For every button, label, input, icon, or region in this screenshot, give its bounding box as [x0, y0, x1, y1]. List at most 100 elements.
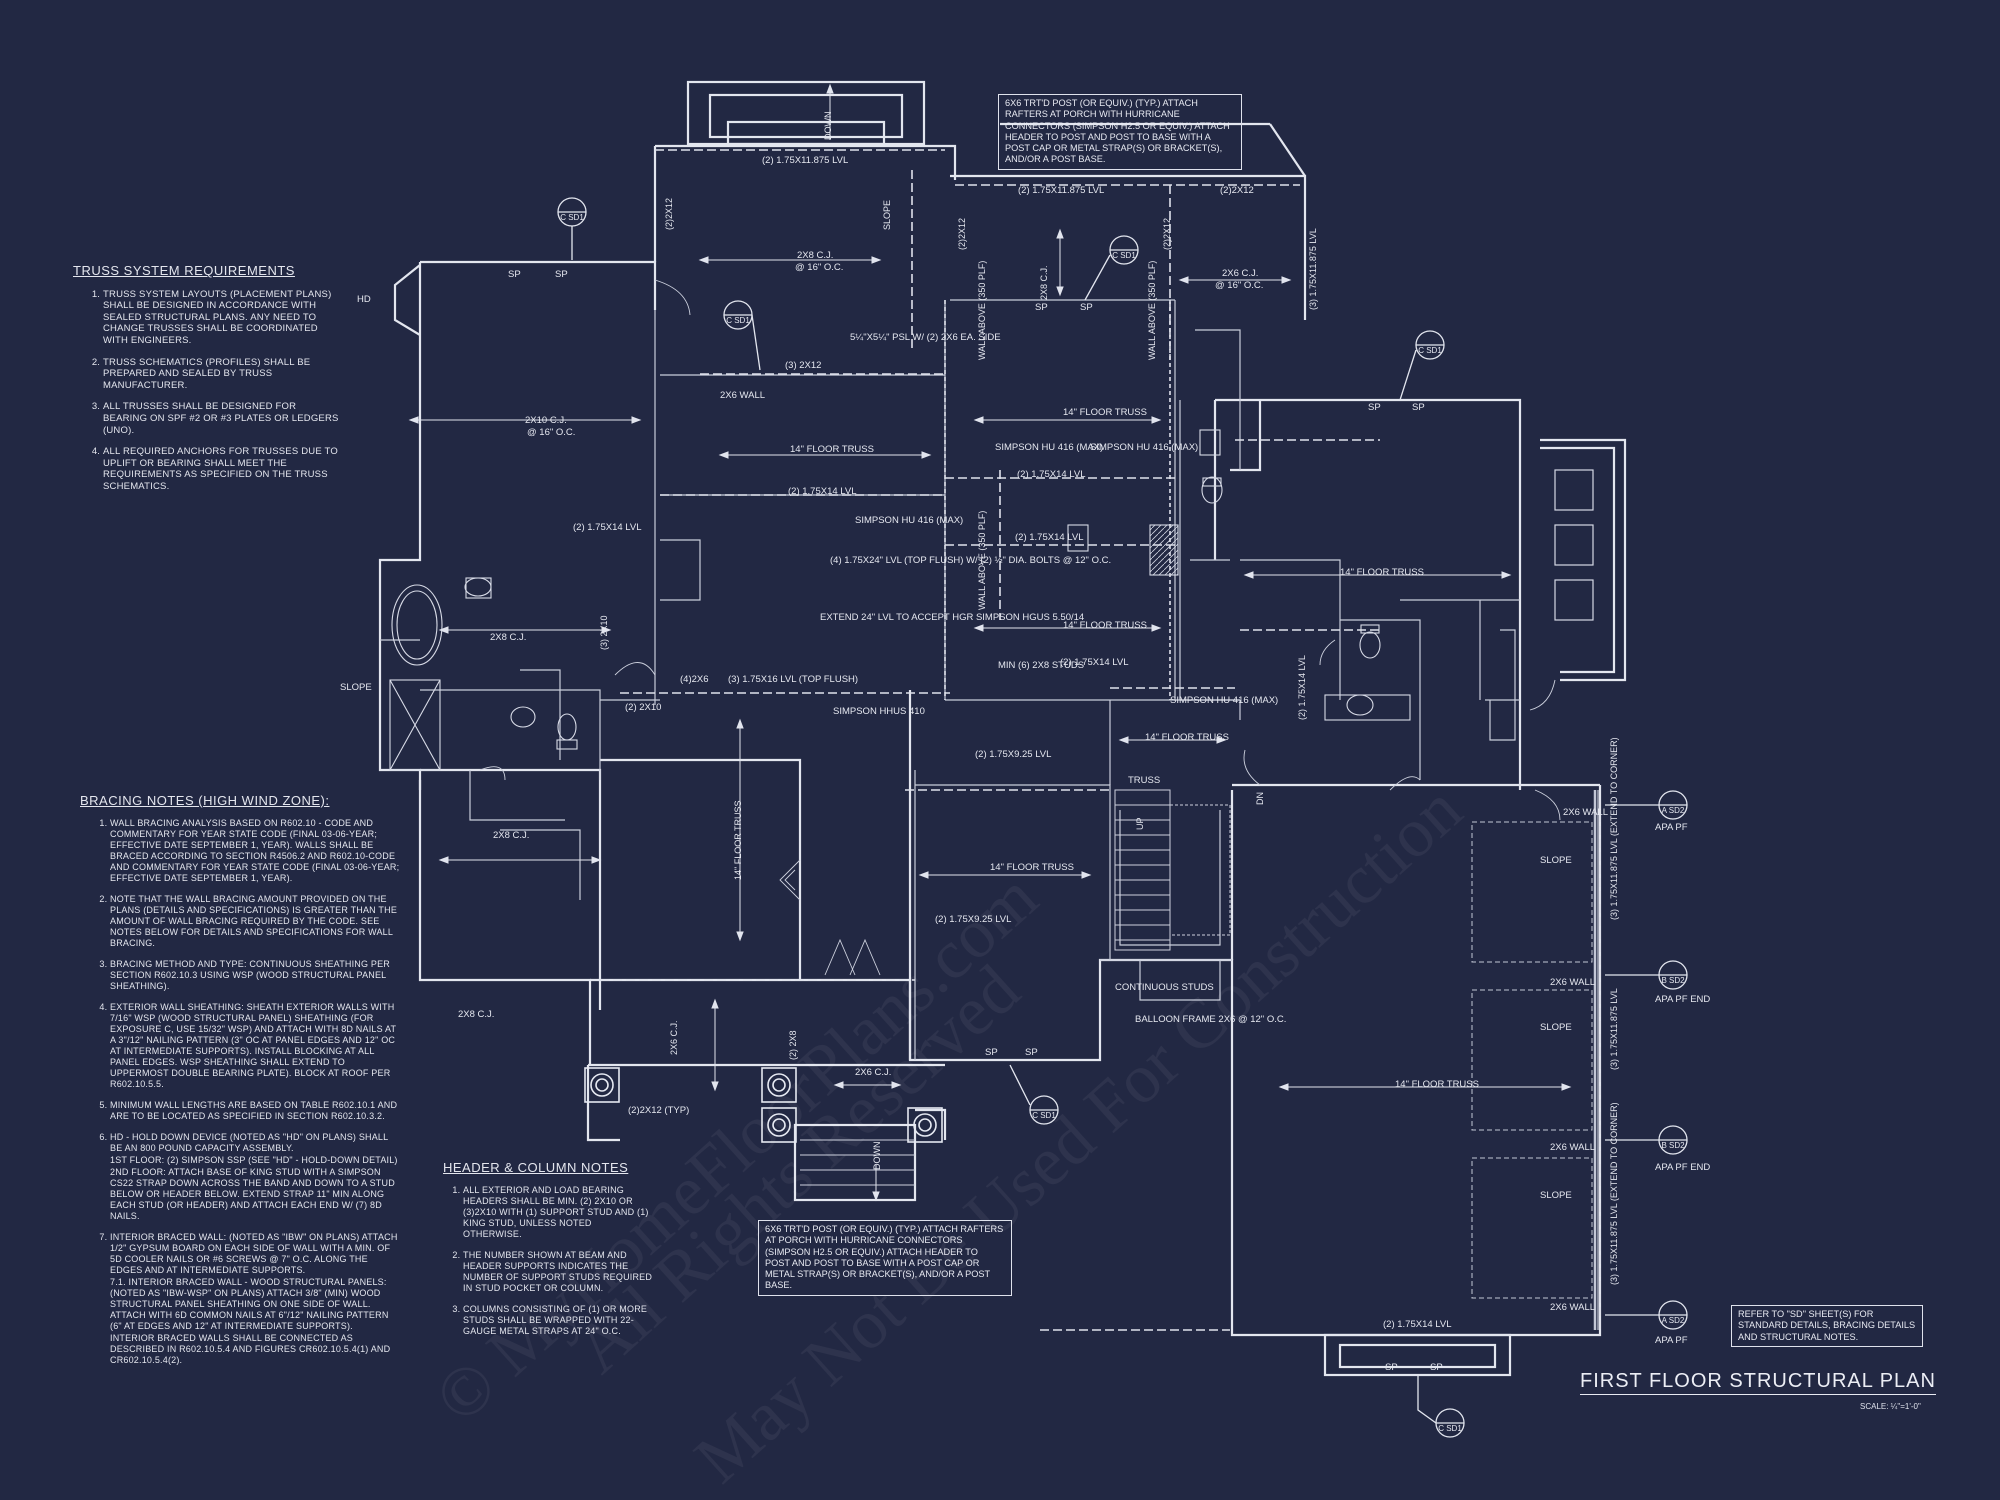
up-label: UP	[1135, 817, 1145, 830]
lvl-3-flush: (3) 1.75x16 LVL (TOP FLUSH)	[728, 674, 858, 685]
plan-text: (2) 1.75x11.875 LVL (2) 1.75x11.875 LVL …	[340, 112, 1710, 1374]
header-notes-heading: HEADER & COLUMN NOTES	[443, 1160, 629, 1175]
header-note-3: COLUMNS CONSISTING OF (1) OR MORE STUDS …	[463, 1304, 653, 1337]
cj-2x8-mid: 2x8 C.J.	[490, 632, 526, 643]
slope-b: SLOPE	[1540, 1022, 1572, 1033]
x2x12-label: (2)2x12	[1220, 185, 1254, 196]
floor-truss-6: 14" FLOOR TRUSS	[990, 862, 1074, 873]
wall-2x6-c: 2x6 WALL	[1550, 1142, 1595, 1153]
bracing-notes-heading: BRACING NOTES (HIGH WIND ZONE):	[80, 793, 330, 808]
wall-2x6-a: 2x6 WALL	[1563, 807, 1608, 818]
simpson-d: SIMPSON HU 416 (MAX)	[1170, 695, 1278, 706]
cj-2x8-low: 2x8 C.J.	[458, 1009, 494, 1020]
down-label: DOWN	[823, 112, 833, 141]
lvl-4-label: (4) 1.75x24" LVL (TOP FLUSH) w/ (2) ½" D…	[830, 555, 1111, 566]
floor-truss-7: 14" FLOOR TRUSS	[1395, 1079, 1479, 1090]
slope-v: SLOPE	[882, 200, 892, 230]
wall-above-a: WALL ABOVE (350 PLF)	[977, 261, 987, 360]
truss-notes-heading: TRUSS SYSTEM REQUIREMENTS	[73, 263, 295, 278]
psl-label: 5¼"x5¼" PSL w/ (2) 2x6 EA. SIDE	[850, 332, 1001, 343]
lvl-top-label: (2) 1.75x11.875 LVL	[762, 155, 848, 166]
sp-3: SP	[1035, 302, 1048, 313]
wall-2x6: 2x6 WALL	[720, 390, 765, 401]
sd1-f: C SD1	[1438, 1424, 1462, 1433]
bracing-note-6: HD - HOLD DOWN DEVICE (NOTED AS "HD" ON …	[110, 1132, 400, 1222]
floor-truss-4: 14" FLOOR TRUSS	[1340, 567, 1424, 578]
x2x12-typ: (2)2x12 (TYP)	[628, 1105, 689, 1116]
door-swings	[479, 279, 1561, 976]
floor-truss-2: 14" FLOOR TRUSS	[1063, 407, 1147, 418]
simpson-a: SIMPSON HU 416 (MAX)	[995, 442, 1103, 453]
bracing-note-2: NOTE THAT THE WALL BRACING AMOUNT PROVID…	[110, 894, 400, 949]
truss-note-2: TRUSS SCHEMATICS (PROFILES) SHALL BE PRE…	[103, 357, 341, 392]
floor-truss-v: 14" FLOOR TRUSS	[733, 800, 743, 880]
simpson-b: SIMPSON HU 416 (MAX)	[1090, 442, 1198, 453]
truss-note-4: ALL REQUIRED ANCHORS FOR TRUSSES DUE TO …	[103, 446, 341, 492]
sd1-d: C SD1	[1418, 346, 1442, 355]
x3-2x10-v: (3) 2x10	[599, 615, 609, 650]
garage-bays	[1593, 790, 1599, 1330]
cj-2x8-v2: 2x8 C.J.	[1039, 265, 1049, 300]
x4-2x6: (4)2x6	[680, 674, 709, 685]
lvl-14-e: (2) 1.75x14 LVL	[1060, 657, 1128, 668]
cj-2x6-porch: 2x6 C.J.	[855, 1067, 891, 1078]
slope-a: SLOPE	[1540, 855, 1572, 866]
cj-2x6-v: 2x6 C.J.	[669, 1020, 679, 1055]
span-arrows	[408, 83, 1572, 1202]
down-label-2: DOWN	[872, 1142, 882, 1171]
sd1-c: C SD1	[1112, 251, 1136, 260]
header-column-notes: HEADER & COLUMN NOTES ALL EXTERIOR AND L…	[443, 1160, 653, 1347]
lvl-9-25-b: (2) 1.75x9.25 LVL	[935, 914, 1011, 925]
balloon-frame: BALLOON FRAME 2x6 @ 12" O.C.	[1135, 1014, 1286, 1025]
porch-post-callout-bottom: 6x6 TRT'D POST (OR EQUIV.) (TYP.) ATTACH…	[758, 1220, 1012, 1296]
sp-1: SP	[508, 269, 521, 280]
bracing-note-5: MINIMUM WALL LENGTHS ARE BASED ON TABLE …	[110, 1100, 400, 1122]
x2-2x10: (2) 2x10	[625, 702, 661, 713]
lvl-v-g2: (3) 1.75x11.875 LVL	[1609, 988, 1619, 1070]
beams	[600, 149, 1601, 1331]
apa-pf-c: APA PF END	[1655, 1162, 1710, 1173]
x2x12-v-a: (2)2x12	[664, 198, 674, 230]
truss-note-1: TRUSS SYSTEM LAYOUTS (PLACEMENT PLANS) S…	[103, 289, 341, 347]
apa-pf-a: APA PF	[1655, 822, 1688, 833]
sd2-a: A SD2	[1662, 806, 1685, 815]
lvl-14-b: (2) 1.75x14 LVL	[573, 522, 641, 533]
wall-above-c: WALL ABOVE (350 PLF)	[977, 511, 987, 610]
floor-truss-3: 14" FLOOR TRUSS	[1063, 620, 1147, 631]
truss-label: TRUSS	[1128, 775, 1160, 786]
slope-d: SLOPE	[340, 682, 372, 693]
sd2-b: B SD2	[1661, 976, 1685, 985]
sd2-d: A SD2	[1662, 1316, 1685, 1325]
simpson-hhus: SIMPSON HHUS 410	[833, 706, 925, 717]
ibw-final: INTERIOR BRACED WALLS SHALL BE CONNECTED…	[110, 1333, 391, 1365]
sd2-c: B SD2	[1661, 1141, 1685, 1150]
ibw-sub: 7.1. INTERIOR BRACED WALL - WOOD STRUCTU…	[110, 1277, 389, 1331]
sp-2: SP	[555, 269, 568, 280]
sp-7: SP	[985, 1047, 998, 1058]
header-note-1: ALL EXTERIOR AND LOAD BEARING HEADERS SH…	[463, 1185, 653, 1240]
hd-sub-1: 1ST FLOOR: (2) SIMPSON SSP (SEE "HD" - H…	[110, 1155, 398, 1165]
header-note-2: THE NUMBER SHOWN AT BEAM AND HEADER SUPP…	[463, 1250, 653, 1294]
bracing-note-6-text: HD - HOLD DOWN DEVICE (NOTED AS "HD" ON …	[110, 1132, 388, 1153]
x2x12-v-b: (2)2x12	[957, 218, 967, 250]
plumbing-fixtures	[389, 429, 1411, 771]
lvl-v-g1: (3) 1.75x11.875 LVL (EXTEND TO CORNER)	[1609, 737, 1619, 920]
continuous-studs: CONTINUOUS STUDS	[1115, 982, 1214, 993]
sp-8: SP	[1025, 1047, 1038, 1058]
bracing-note-1: WALL BRACING ANALYSIS BASED ON R602.10 -…	[110, 818, 400, 884]
cj-2x10: 2x10 C.J.	[525, 415, 567, 426]
refer-sd-callout: REFER TO "SD" SHEET(S) FOR STANDARD DETA…	[1731, 1305, 1923, 1347]
scale-text: SCALE: ¼"=1'-0"	[1860, 1402, 1921, 1411]
bracing-notes: BRACING NOTES (HIGH WIND ZONE): WALL BRA…	[80, 793, 400, 1376]
sd1-e: C SD1	[1032, 1111, 1056, 1120]
hd-label: HD	[357, 294, 371, 305]
lvl-14-d: (2) 1.75x14 LVL	[1015, 532, 1083, 543]
sp-9: SP	[1385, 1362, 1398, 1373]
exterior-walls	[378, 80, 1627, 1377]
dn-label: DN	[1255, 792, 1265, 805]
x2x12-v-c: (2)2x12	[1162, 218, 1172, 250]
bracing-note-7: INTERIOR BRACED WALL: (NOTED AS "IBW" ON…	[110, 1232, 400, 1366]
lvl-14-c: (2) 1.75x14 LVL	[1017, 469, 1085, 480]
slope-c: SLOPE	[1540, 1190, 1572, 1201]
